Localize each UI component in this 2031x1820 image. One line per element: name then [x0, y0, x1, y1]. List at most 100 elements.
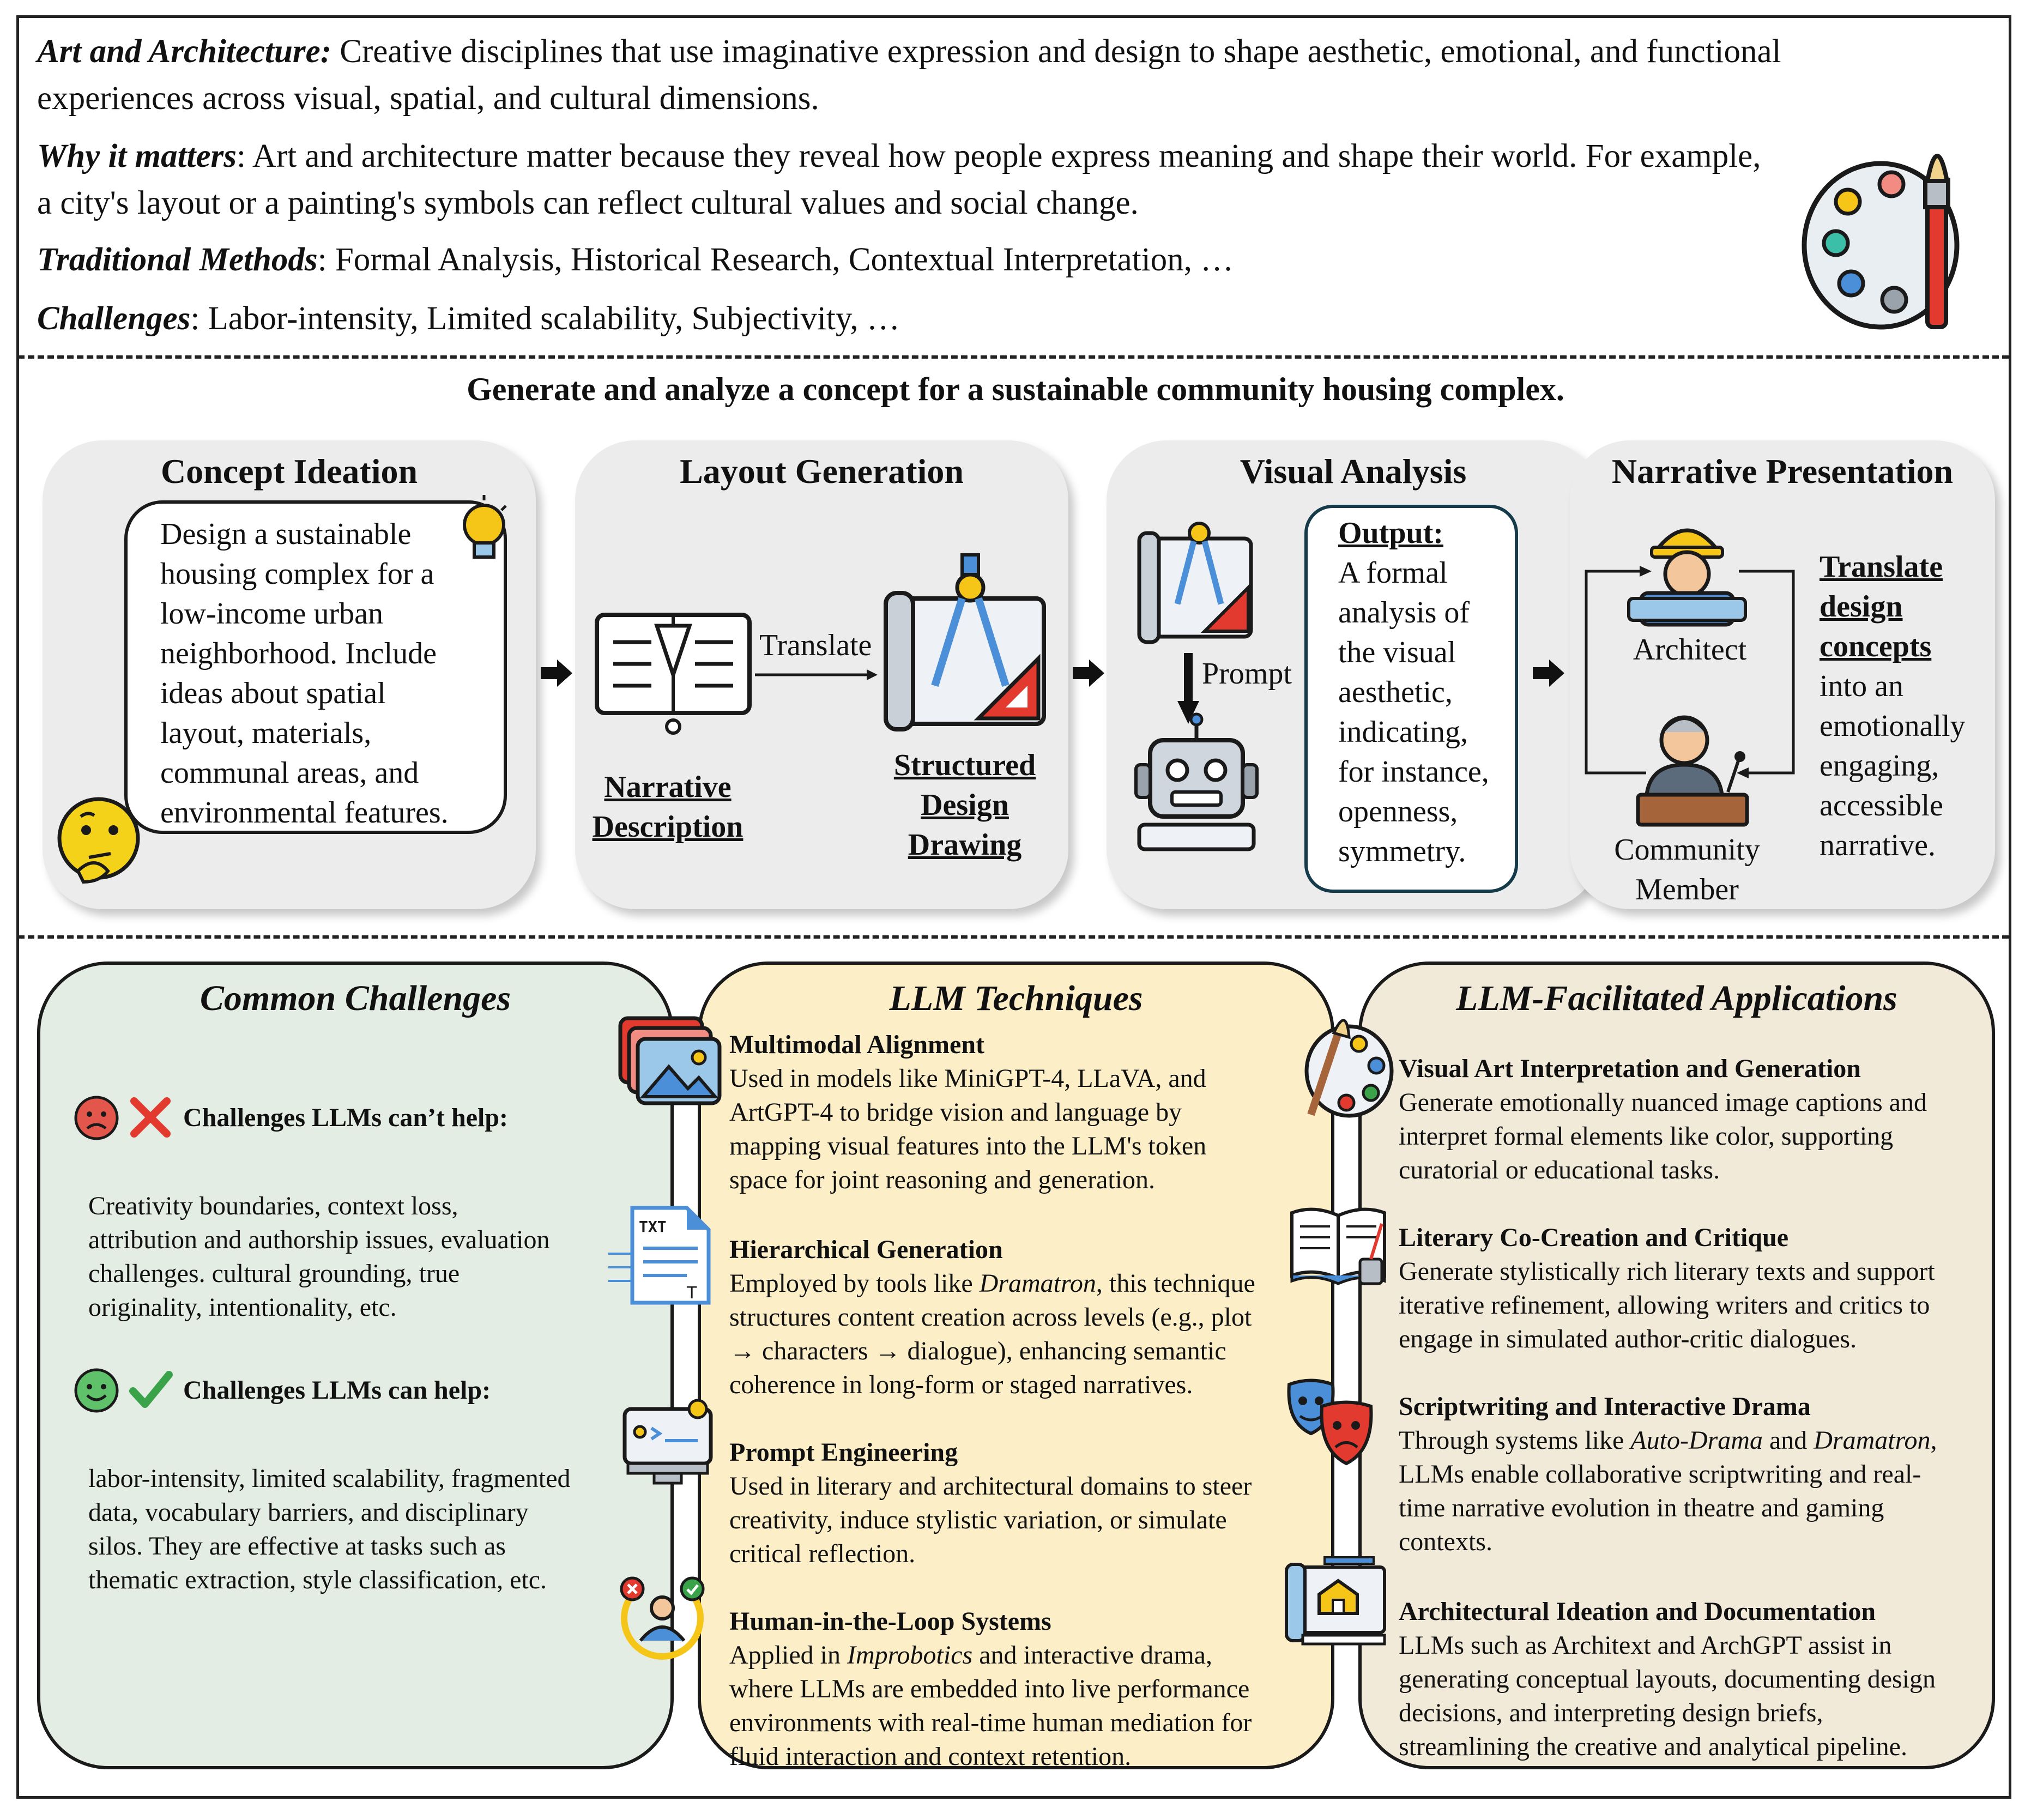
- compass-ruler-icon: [884, 553, 1046, 731]
- intro-art: Art and Architecture: Creative disciplin…: [37, 28, 1781, 122]
- bubble-line: housing complex for a: [160, 557, 434, 591]
- speech-bubble: Design a sustainable housing complex for…: [124, 500, 507, 834]
- application-body: Through systems like Auto-Drama and Dram…: [1399, 1424, 1993, 1559]
- output-label: Output:: [1338, 516, 1443, 550]
- text-line: emotionally: [1820, 709, 1966, 743]
- robot-icon: [1134, 712, 1259, 851]
- text-line: engaging,: [1820, 749, 1939, 783]
- flow-arrow: [541, 660, 572, 687]
- output-line: the visual: [1338, 636, 1456, 669]
- stage-visual-analysis: Visual Analysis Prompt Output: A formal …: [1107, 440, 1600, 909]
- application-title: Architectural Ideation and Documentation: [1399, 1597, 1876, 1626]
- technique-body: Employed by tools like Dramatron, this t…: [729, 1267, 1329, 1402]
- intro-why: Why it matters: Art and architecture mat…: [37, 133, 1781, 227]
- technique-title: Human-in-the-Loop Systems: [729, 1607, 1051, 1636]
- technique-body: Used in literary and architectural domai…: [729, 1470, 1329, 1571]
- stage-title-concept: Concept Ideation: [160, 452, 418, 491]
- output-box: Output: A formal analysis of the visual …: [1304, 505, 1518, 893]
- intro-why-text: : Art and architecture matter because th…: [37, 138, 1761, 221]
- application-body: LLMs such as Architext and ArchGPT assis…: [1399, 1629, 1993, 1764]
- application-title: Visual Art Interpretation and Generation: [1399, 1054, 1861, 1083]
- stage-narrative-presentation: Narrative Presentation Architect Communi…: [1570, 440, 1995, 909]
- text-line: accessible: [1820, 789, 1943, 823]
- cant-help-text: Creativity boundaries, context loss, att…: [88, 1189, 666, 1325]
- text-line: structures content creation across level…: [729, 1303, 1252, 1332]
- text-line: space for joint reasoning and generation…: [729, 1165, 1156, 1194]
- text-line: into an: [1820, 669, 1903, 703]
- happy-face-icon: [74, 1368, 119, 1413]
- application-body: Generate stylistically rich literary tex…: [1399, 1255, 1993, 1356]
- label-line: Community: [1614, 833, 1760, 867]
- text-line: thematic extraction, style classificatio…: [88, 1565, 547, 1594]
- bubble-line: layout, materials,: [160, 716, 372, 750]
- outer-frame: [16, 15, 2011, 1799]
- bubble-line: communal areas, and: [160, 756, 419, 790]
- loop-arrows: [1585, 566, 1795, 778]
- bubble-line: neighborhood. Include: [160, 637, 437, 670]
- text-line: creativity, induce stylistic variation, …: [729, 1505, 1227, 1534]
- label-line: Design: [921, 788, 1009, 822]
- stage-title-narrative: Narrative Presentation: [1611, 452, 1954, 491]
- bold-line: Translate: [1820, 550, 1943, 584]
- text-line: → characters → dialogue), enhancing sema…: [729, 1337, 1226, 1365]
- technique-body: Used in models like MiniGPT-4, LLaVA, an…: [729, 1062, 1329, 1197]
- output-line: analysis of: [1338, 596, 1470, 630]
- output-line: symmetry.: [1338, 835, 1466, 868]
- flow-arrow: [1533, 660, 1564, 687]
- code-monitor-icon: [622, 1399, 713, 1485]
- stage-layout-generation: Layout Generation Translate Narrative De…: [575, 440, 1068, 909]
- text-line: contexts.: [1399, 1527, 1492, 1556]
- architect-icon: [1627, 528, 1747, 627]
- text-line: labor-intensity, limited scalability, fr…: [88, 1464, 571, 1493]
- text-line: Through systems like Auto-Drama and Dram…: [1399, 1426, 1937, 1455]
- text-line: interpret formal elements like color, su…: [1399, 1122, 1894, 1151]
- bubble-line: low-income urban: [160, 597, 383, 631]
- text-line: mapping visual features into the LLM's t…: [729, 1132, 1207, 1160]
- technique-title: Prompt Engineering: [729, 1438, 958, 1467]
- text-line: decisions, and interpreting design brief…: [1399, 1698, 1823, 1727]
- blueprint-compass-icon: [1137, 522, 1253, 644]
- label-line: Drawing: [908, 828, 1022, 862]
- text-line: iterative refinement, allowing writers a…: [1399, 1291, 1930, 1320]
- output-line: aesthetic,: [1338, 675, 1453, 709]
- technique-body: Applied in Improbotics and interactive d…: [729, 1638, 1329, 1774]
- theatre-masks-icon: [1287, 1378, 1373, 1466]
- text-line: Used in literary and architectural domai…: [729, 1472, 1252, 1501]
- translate-narrative-text: Translate design concepts into an emotio…: [1820, 547, 1994, 866]
- structured-design-drawing-label: Structured Design Drawing: [878, 746, 1052, 865]
- text-line: Generate emotionally nuanced image capti…: [1399, 1088, 1927, 1117]
- pen-book-icon: [595, 613, 752, 735]
- check-icon: [129, 1371, 173, 1408]
- intro-challenges-label: Challenges: [37, 300, 191, 337]
- text-line: Employed by tools like Dramatron, this t…: [729, 1269, 1255, 1298]
- text-line: Applied in Improbotics and interactive d…: [729, 1641, 1212, 1670]
- narrative-description-label: Narrative Description: [581, 767, 755, 847]
- text-line: engage in simulated author-critic dialog…: [1399, 1325, 1857, 1353]
- technique-title: Hierarchical Generation: [729, 1235, 1003, 1264]
- panel-title-techniques: LLM Techniques: [889, 978, 1143, 1018]
- text-line: environments with real-time human mediat…: [729, 1708, 1252, 1737]
- output-text: A formal analysis of the visual aestheti…: [1338, 553, 1518, 872]
- label-line: Narrative: [604, 770, 732, 804]
- bold-line: design: [1820, 590, 1903, 624]
- text-line: data, vocabulary barriers, and disciplin…: [88, 1498, 529, 1527]
- architect-label: Architect: [1633, 633, 1747, 667]
- intro-art-text: Creative disciplines that use imaginativ…: [37, 33, 1781, 117]
- text-line: critical reflection.: [729, 1539, 916, 1568]
- text-line: silos. They are effective at tasks such …: [88, 1532, 506, 1561]
- output-line: for instance,: [1338, 755, 1489, 789]
- application-title: Scriptwriting and Interactive Drama: [1399, 1392, 1811, 1421]
- blueprint-icon: [1285, 1556, 1386, 1646]
- text-line: curatorial or educational tasks.: [1399, 1156, 1720, 1184]
- open-book-icon: [1290, 1207, 1386, 1285]
- art-palette-icon: [1304, 1019, 1394, 1118]
- panel-title-applications: LLM-Facilitated Applications: [1456, 978, 1897, 1018]
- text-document-icon: TXT T: [608, 1206, 711, 1305]
- text-line: ArtGPT-4 to bridge vision and language b…: [729, 1098, 1182, 1127]
- text-line: Creativity boundaries, context loss,: [88, 1192, 458, 1220]
- text-line: generating conceptual layouts, documenti…: [1399, 1665, 1936, 1694]
- text-line: where LLMs are embedded into live perfor…: [729, 1674, 1250, 1703]
- text-line: originality, intentionality, etc.: [88, 1293, 397, 1322]
- thinking-face-icon: [57, 797, 140, 884]
- palette-brush-icon: [1802, 154, 1960, 330]
